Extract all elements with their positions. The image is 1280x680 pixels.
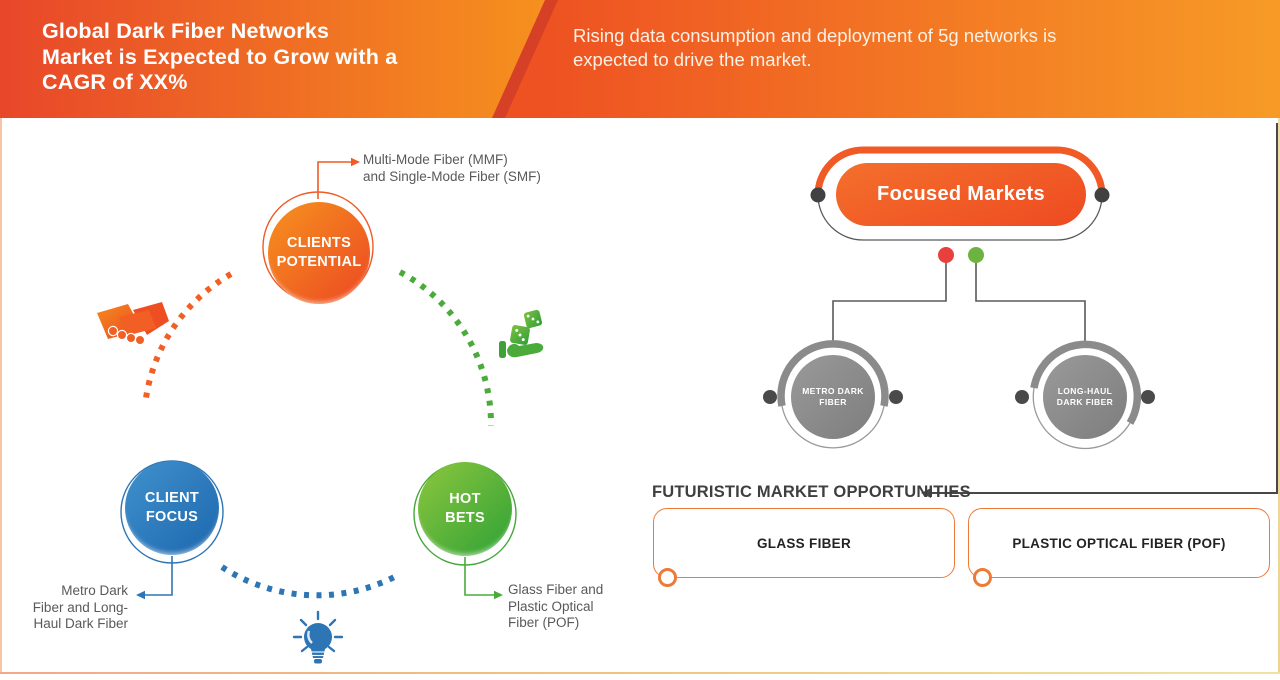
glass-fiber-label: GLASS FIBER: [756, 535, 852, 551]
metro-dark-fiber-label: METRO DARK FIBER: [802, 386, 864, 407]
page-subtitle: Rising data consumption and deployment o…: [573, 25, 1057, 70]
client-focus-label: CLIENT FOCUS: [144, 490, 200, 525]
frame-border-bottom: [0, 672, 1280, 674]
handshake-icon: [97, 302, 169, 346]
page-title: Global Dark Fiber Networks Market is Exp…: [42, 19, 398, 94]
frame-border-right: [1278, 118, 1280, 674]
branch-dot-green: [968, 247, 984, 263]
client-focus-arrowhead: [136, 590, 145, 600]
lightbulb-icon: [292, 610, 344, 664]
longhaul-right-dot: [1141, 390, 1155, 404]
client-focus-connector: [145, 556, 173, 596]
client-focus-callout: Metro Dark Fiber and Long- Haul Dark Fib…: [32, 583, 128, 631]
hot-bets-label: HOT BETS: [445, 491, 485, 526]
hot-bets-arrowhead: [494, 590, 503, 600]
plastic-optical-fiber-box: PLASTIC OPTICAL FIBER (POF): [968, 508, 1270, 578]
glass-fiber-box: GLASS FIBER: [653, 508, 955, 578]
metro-right-dot: [889, 390, 903, 404]
glass-fiber-corner-ring-icon: [658, 568, 677, 587]
dice-hand-icon: [499, 309, 544, 358]
frame-border-left: [0, 118, 2, 674]
metro-left-dot: [763, 390, 777, 404]
hot-bets-callout: Glass Fiber and Plastic Optical Fiber (P…: [508, 582, 604, 630]
metro-dark-fiber-node: METRO DARK FIBER: [791, 355, 875, 439]
hot-bets-connector: [464, 557, 494, 596]
dotted-arc-blue: [220, 564, 402, 599]
dotted-arc-orange: [143, 271, 233, 399]
banner-right-panel: [500, 0, 1280, 118]
focused-markets-label: Focused Markets: [877, 183, 1045, 205]
pill-right-dot: [1094, 187, 1110, 203]
client-focus-node: CLIENT FOCUS: [125, 461, 219, 555]
branch-connector-right: [975, 263, 1086, 343]
dotted-arc-green: [398, 269, 495, 427]
opportunities-heading: FUTURISTIC MARKET OPPORTUNITIES: [652, 483, 971, 501]
clients-potential-label: CLIENTS POTENTIAL: [276, 235, 362, 270]
long-haul-dark-fiber-node: LONG-HAUL DARK FIBER: [1043, 355, 1127, 439]
hot-bets-node: HOT BETS: [418, 462, 512, 556]
clients-potential-node: CLIENTS POTENTIAL: [268, 202, 370, 304]
clients-potential-arrowhead: [351, 157, 360, 167]
long-haul-dark-fiber-label: LONG-HAUL DARK FIBER: [1056, 386, 1114, 407]
clients-potential-callout: Multi-Mode Fiber (MMF) and Single-Mode F…: [363, 152, 541, 184]
pill-left-dot: [810, 187, 826, 203]
header-banner: Global Dark Fiber Networks Market is Exp…: [0, 0, 1280, 118]
plastic-optical-fiber-corner-ring-icon: [973, 568, 992, 587]
focused-markets-pill: Focused Markets: [836, 163, 1086, 226]
branch-dot-red: [938, 247, 954, 263]
plastic-optical-fiber-label: PLASTIC OPTICAL FIBER (POF): [1012, 535, 1226, 551]
branch-connector-left: [832, 263, 947, 343]
clients-potential-connector: [317, 161, 351, 199]
longhaul-left-dot: [1015, 390, 1029, 404]
